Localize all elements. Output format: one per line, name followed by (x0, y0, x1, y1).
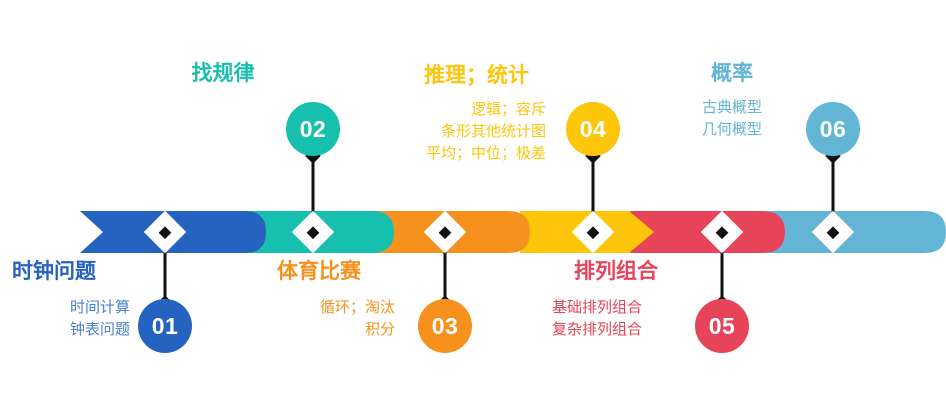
connector-line-06 (831, 155, 835, 233)
segment-text-06: 概率 古典概型 几何概型 (679, 60, 785, 140)
segment-title-06: 概率 (711, 61, 753, 85)
step-badge-01[interactable]: 01 (138, 299, 192, 353)
diamond-core (586, 225, 600, 239)
diamond-core (158, 225, 172, 239)
step-badge-label: 06 (819, 115, 847, 142)
step-badge-label: 03 (431, 312, 459, 339)
step-badge-04[interactable]: 04 (566, 102, 620, 156)
segment-subtitle-01-line-2: 钟表问题 (69, 320, 130, 338)
step-badge-03[interactable]: 03 (418, 299, 472, 353)
segment-subtitle-03-line-1: 循环；淘汰 (319, 298, 395, 316)
segment-subtitle-06-line-2: 几何概型 (701, 120, 762, 138)
diamond-core (826, 225, 840, 239)
segment-text-01: 时钟问题 时间计算 钟表问题 (12, 258, 130, 340)
segment-subtitle-06-line-1: 古典概型 (701, 98, 762, 116)
segment-subtitle-03-line-2: 积分 (364, 320, 395, 338)
step-badge-label: 02 (299, 115, 327, 142)
step-badge-06[interactable]: 06 (806, 102, 860, 156)
connector-line-04 (591, 155, 595, 233)
diamond-core (715, 225, 729, 239)
step-badge-label: 01 (151, 312, 179, 339)
connector-line-02 (311, 155, 315, 233)
segment-title-03: 体育比赛 (277, 259, 361, 283)
segment-subtitle-04-line-2: 条形其他统计图 (440, 122, 546, 140)
segment-title-05: 排列组合 (574, 259, 658, 283)
diamond-core (438, 225, 452, 239)
segment-title-02: 找规律 (191, 61, 255, 85)
segment-text-05: 排列组合 基础排列组合 复杂排列组合 (552, 258, 680, 340)
segment-subtitle-04-line-1: 逻辑；容斥 (470, 100, 546, 118)
segment-subtitle-05-line-2: 复杂排列组合 (552, 320, 643, 338)
step-badge-05[interactable]: 05 (695, 299, 749, 353)
segment-subtitle-04-line-3: 平均；中位；极差 (425, 144, 546, 162)
segment-title-01: 时钟问题 (12, 259, 96, 283)
segment-text-02: 找规律 (183, 60, 263, 86)
segment-title-04: 推理；统计 (424, 63, 529, 87)
segment-subtitle-05-line-1: 基础排列组合 (552, 298, 643, 316)
segment-text-03: 体育比赛 循环；淘汰 积分 (277, 258, 395, 340)
diamond-core (306, 225, 320, 239)
connector-line-05 (720, 232, 724, 304)
step-badge-label: 04 (579, 115, 607, 142)
segment-subtitle-01-line-1: 时间计算 (69, 298, 130, 316)
segment-text-04: 推理；统计 逻辑；容斥 条形其他统计图 平均；中位；极差 (407, 62, 546, 164)
step-badge-02[interactable]: 02 (286, 102, 340, 156)
connector-line-03 (443, 232, 447, 304)
step-badge-label: 05 (708, 312, 736, 339)
connector-line-01 (163, 232, 167, 304)
